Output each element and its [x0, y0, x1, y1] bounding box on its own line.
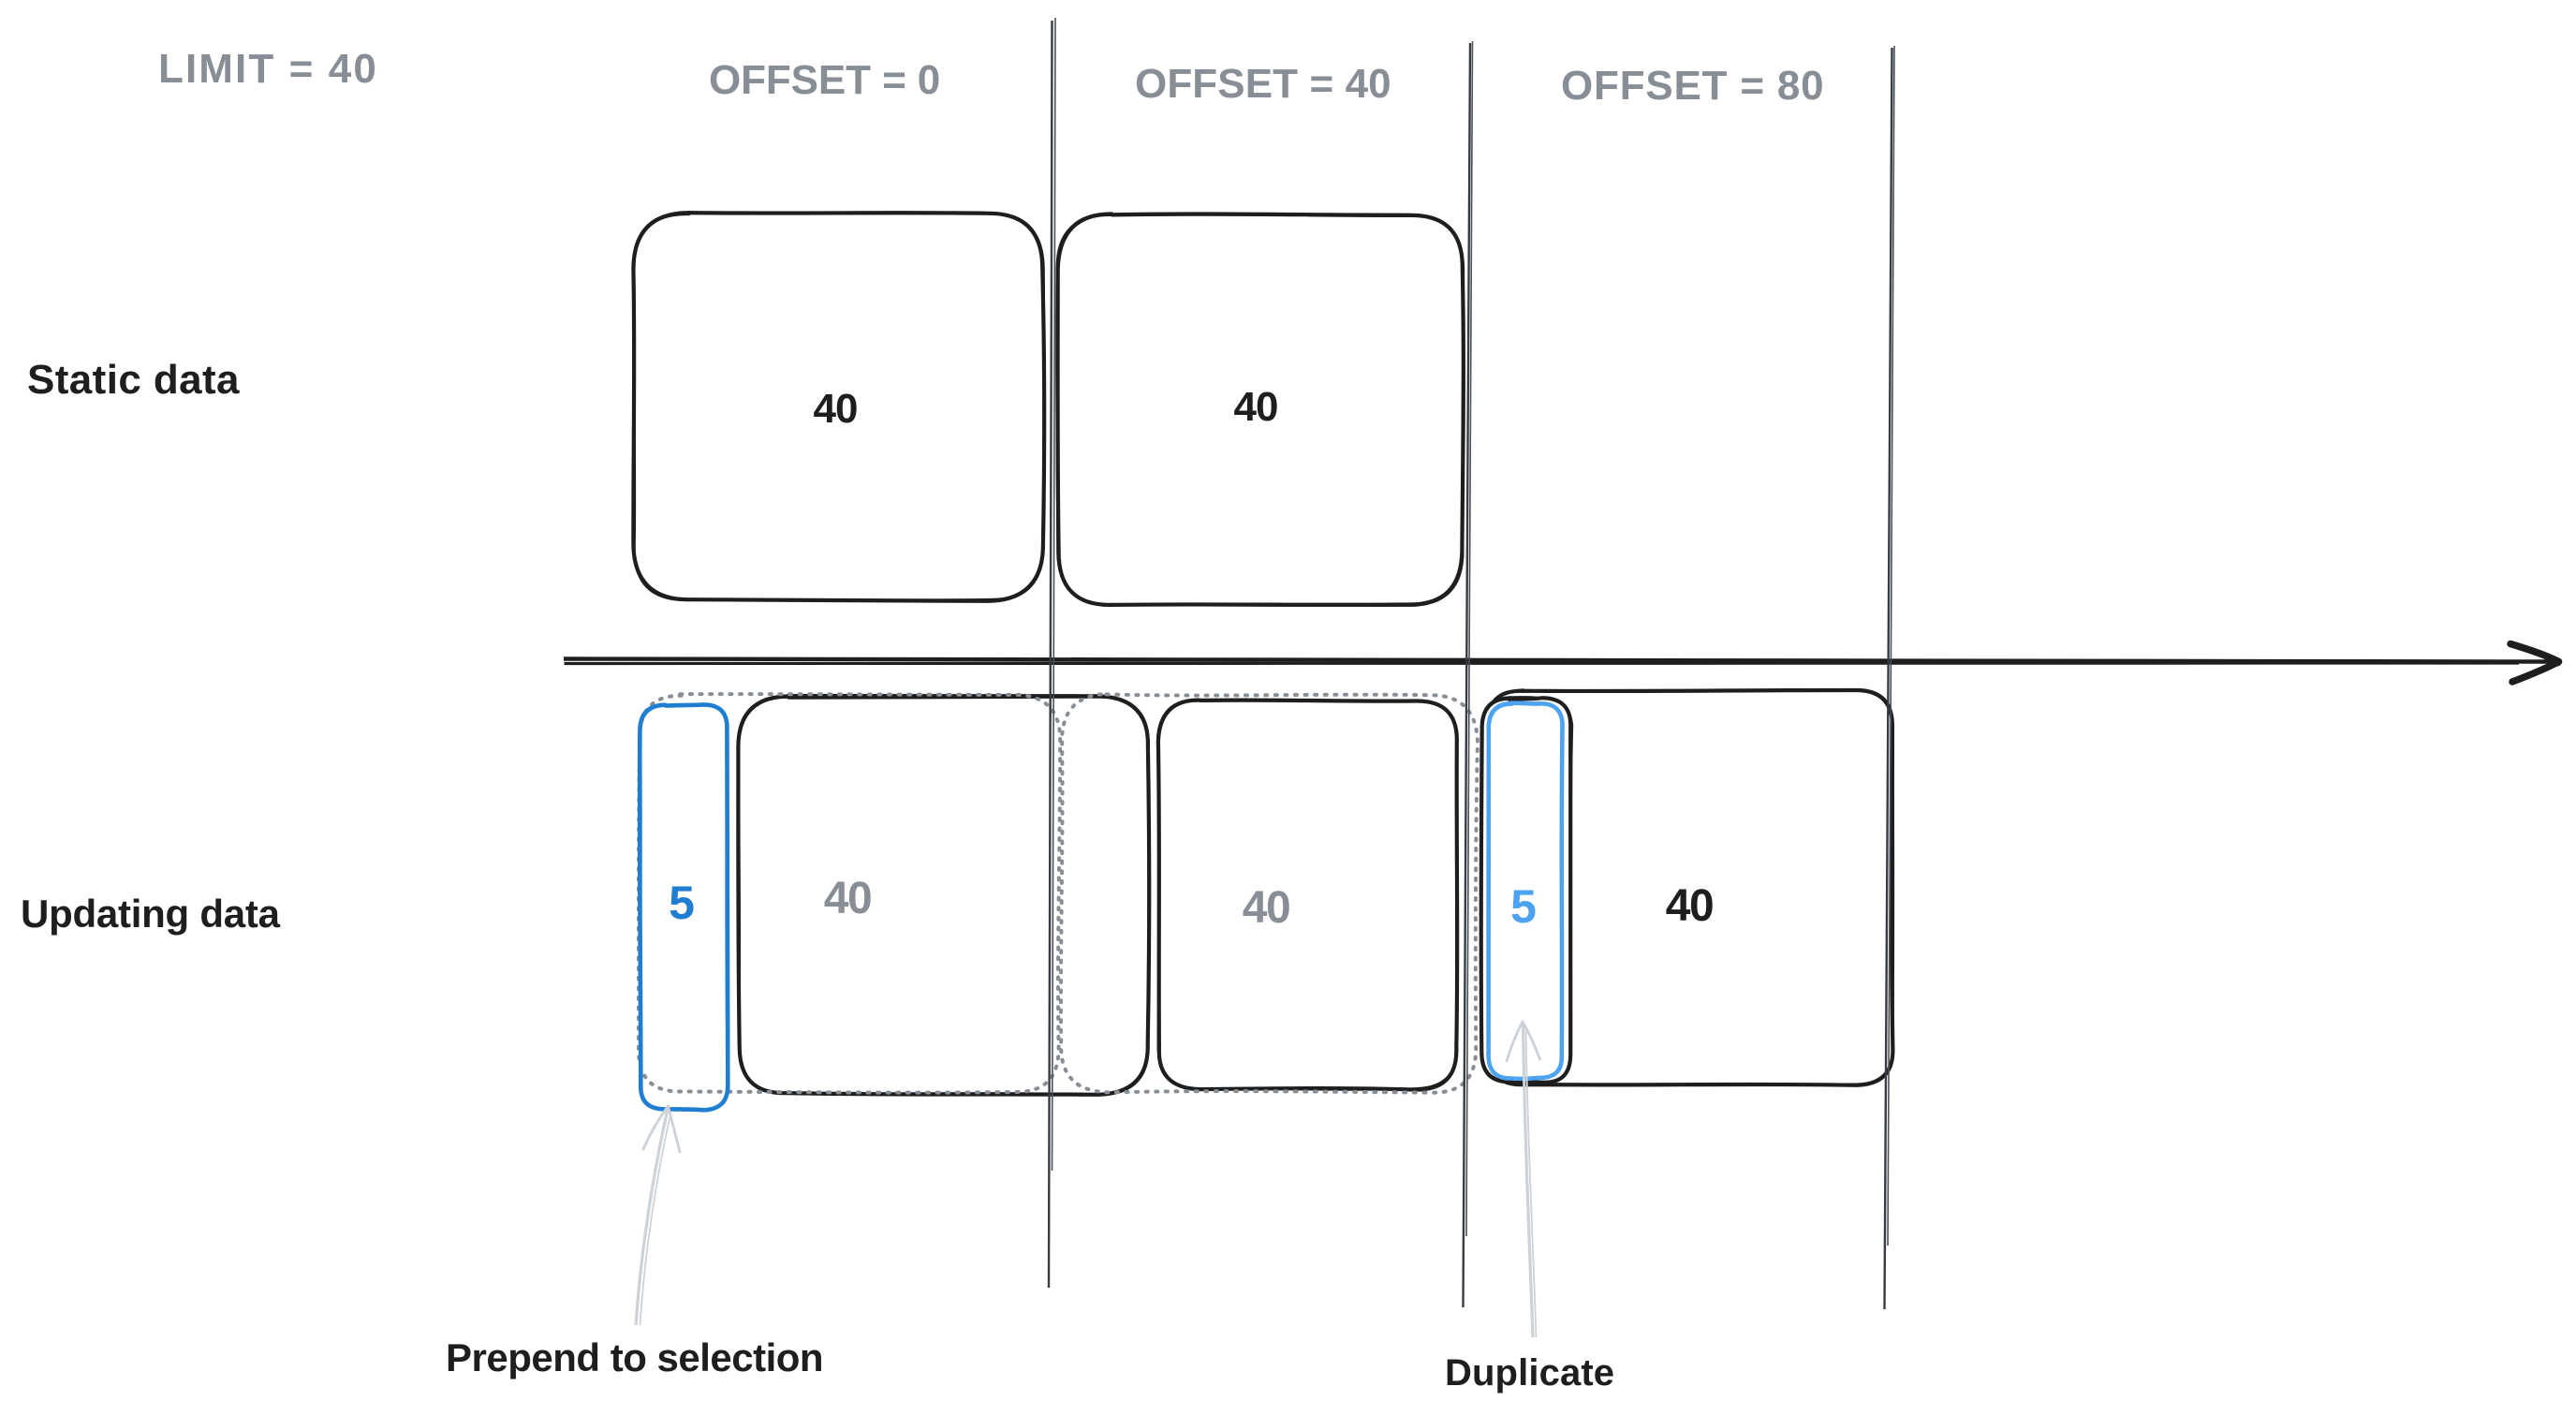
svg-text:40: 40: [1243, 883, 1289, 933]
svg-text:LIMIT = 40: LIMIT = 40: [158, 46, 378, 92]
svg-text:40: 40: [824, 874, 871, 923]
svg-text:5: 5: [1510, 880, 1537, 933]
svg-text:40: 40: [1666, 881, 1713, 931]
svg-text:5: 5: [669, 877, 695, 929]
svg-text:OFFSET = 40: OFFSET = 40: [1135, 61, 1391, 107]
svg-text:Duplicate: Duplicate: [1445, 1352, 1614, 1394]
svg-text:Static data: Static data: [27, 357, 240, 403]
svg-text:40: 40: [1234, 384, 1278, 430]
svg-text:Updating data: Updating data: [21, 892, 281, 936]
svg-text:40: 40: [814, 386, 858, 432]
svg-text:Prepend to selection: Prepend to selection: [446, 1335, 823, 1379]
svg-text:OFFSET = 80: OFFSET = 80: [1561, 63, 1824, 109]
svg-text:OFFSET = 0: OFFSET = 0: [709, 57, 940, 103]
